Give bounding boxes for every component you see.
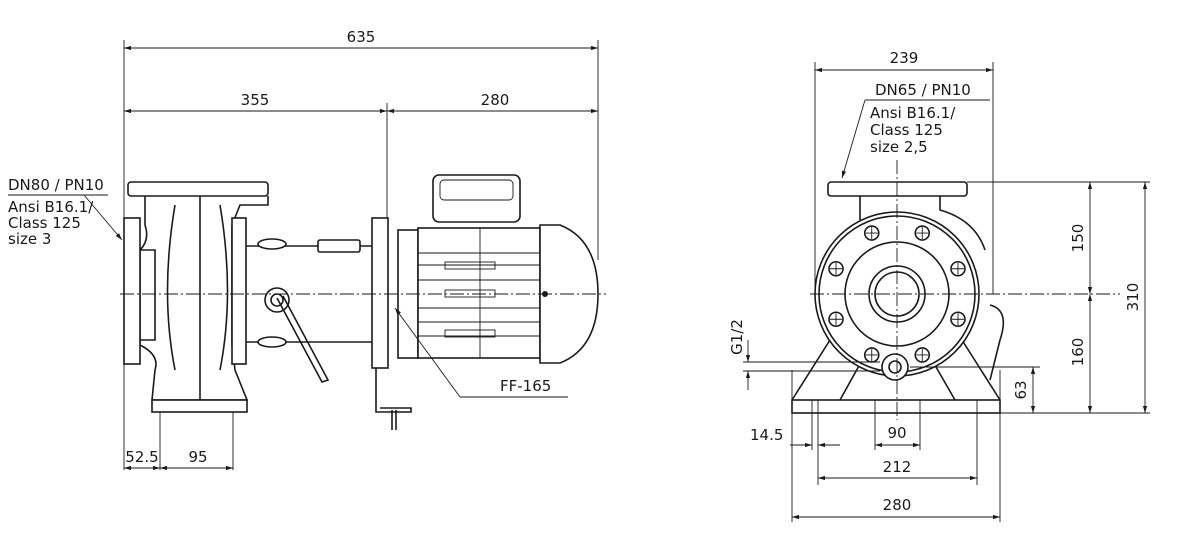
svg-text:Ansi B16.1/: Ansi B16.1/ xyxy=(8,198,94,216)
dim-foot-width: 280 xyxy=(883,496,912,514)
svg-text:DN65 / PN10: DN65 / PN10 xyxy=(875,81,971,99)
dim-upper: 150 xyxy=(1069,224,1087,253)
dim-foot-holes: 212 xyxy=(883,458,912,476)
svg-text:Ansi B16.1/: Ansi B16.1/ xyxy=(870,104,956,122)
svg-text:size 3: size 3 xyxy=(8,230,51,248)
flange-label: FF-165 xyxy=(500,377,551,395)
svg-text:Class 125: Class 125 xyxy=(870,121,943,139)
dim-motor: 280 xyxy=(481,91,510,109)
inlet-label: DN80 / PN10 Ansi B16.1/ Class 125 size 3 xyxy=(8,176,123,248)
dim-total-height: 310 xyxy=(1124,283,1142,312)
dim-hole: 14.5 xyxy=(750,426,783,444)
dim-overall: 635 xyxy=(347,28,376,46)
dim-foot: 95 xyxy=(188,448,207,466)
front-view: 239 DN65 / PN10 Ansi B16.1/ Class 125 si… xyxy=(728,49,1150,522)
dim-width: 239 xyxy=(890,49,919,67)
dim-foot-inner: 90 xyxy=(887,424,906,442)
svg-text:DN80 / PN10: DN80 / PN10 xyxy=(8,176,104,194)
drain-label: G1/2 xyxy=(728,319,746,355)
dim-drain-height: 63 xyxy=(1012,380,1030,399)
dim-lower: 160 xyxy=(1069,338,1087,367)
side-view: 635 355 280 52.5 95 DN80 / PN10 Ansi B1 xyxy=(8,28,606,471)
svg-text:Class 125: Class 125 xyxy=(8,214,81,232)
bolt-circle xyxy=(828,225,966,363)
dim-inlet-offset: 52.5 xyxy=(125,448,158,466)
outlet-label: DN65 / PN10 Ansi B16.1/ Class 125 size 2… xyxy=(841,81,990,179)
svg-text:size 2,5: size 2,5 xyxy=(870,138,928,156)
dim-pump: 355 xyxy=(241,91,270,109)
